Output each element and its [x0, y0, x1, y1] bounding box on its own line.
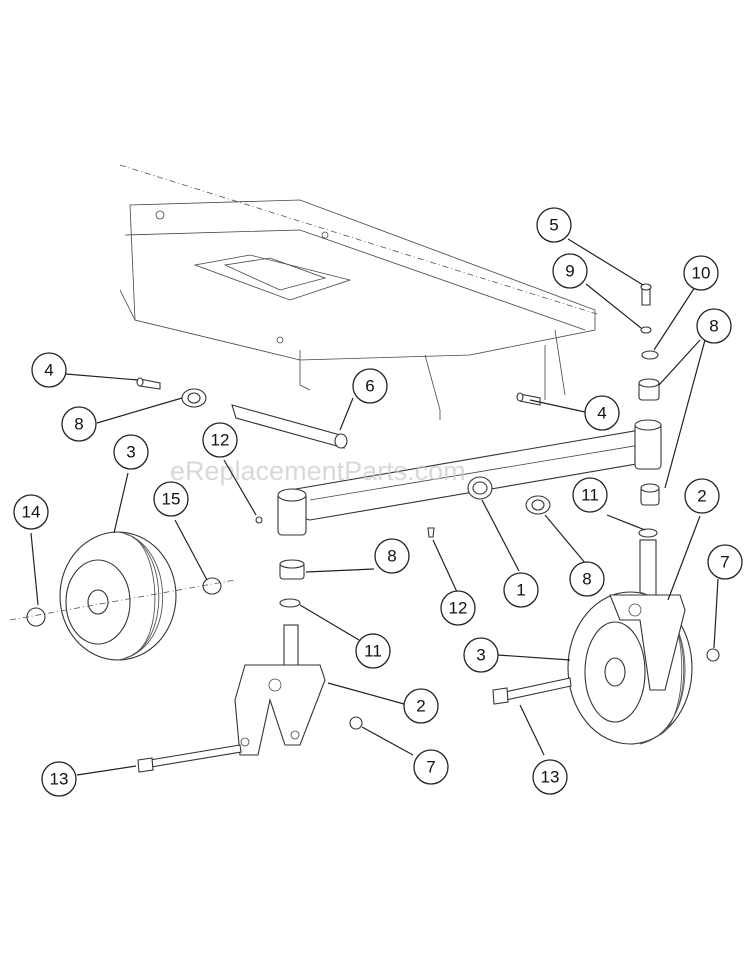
- callout-8: 8: [61, 406, 97, 442]
- callout-11: 11: [572, 477, 608, 513]
- callout-2: 2: [684, 478, 720, 514]
- callout-11: 11: [355, 633, 391, 669]
- callout-3: 3: [113, 434, 149, 470]
- svg-text:8: 8: [582, 570, 591, 589]
- svg-text:12: 12: [211, 431, 230, 450]
- left-caster-fork: [234, 624, 326, 756]
- svg-text:2: 2: [416, 697, 425, 716]
- svg-text:7: 7: [720, 553, 729, 572]
- svg-text:7: 7: [426, 758, 435, 777]
- callout-8: 8: [374, 538, 410, 574]
- callout-15: 15: [153, 481, 189, 517]
- callout-9: 9: [552, 253, 588, 289]
- svg-text:13: 13: [541, 768, 560, 787]
- svg-text:10: 10: [692, 264, 711, 283]
- callout-7: 7: [707, 544, 743, 580]
- svg-text:11: 11: [364, 642, 382, 661]
- left-wheel: [9, 531, 236, 661]
- callout-13: 13: [41, 761, 77, 797]
- callout-4: 4: [31, 352, 67, 388]
- callout-3: 3: [463, 637, 499, 673]
- wheel-bolts: [137, 677, 572, 773]
- svg-text:2: 2: [697, 487, 706, 506]
- callout-8: 8: [696, 308, 732, 344]
- callout-6: 6: [352, 368, 388, 404]
- leader-lines: [30, 238, 719, 776]
- svg-text:6: 6: [365, 377, 374, 396]
- svg-text:9: 9: [565, 262, 574, 281]
- svg-text:15: 15: [162, 490, 181, 509]
- svg-text:5: 5: [549, 216, 558, 235]
- callout-5: 5: [536, 207, 572, 243]
- svg-text:4: 4: [44, 361, 53, 380]
- svg-text:11: 11: [581, 486, 599, 505]
- callout-14: 14: [13, 494, 49, 530]
- svg-text:8: 8: [709, 317, 718, 336]
- callout-8: 8: [569, 561, 605, 597]
- callout-12: 12: [440, 590, 476, 626]
- right-caster-assembly: [567, 539, 693, 745]
- front-axle: [277, 419, 662, 536]
- callout-13: 13: [532, 759, 568, 795]
- svg-text:4: 4: [597, 404, 606, 423]
- svg-text:14: 14: [22, 503, 41, 522]
- callout-4: 4: [584, 395, 620, 431]
- hardware: [26, 283, 720, 730]
- pivot-pin: [231, 404, 348, 449]
- deck-frame: [119, 164, 601, 420]
- callout-2: 2: [403, 688, 439, 724]
- svg-text:1: 1: [516, 581, 525, 600]
- svg-text:13: 13: [50, 770, 69, 789]
- callout-12: 12: [202, 422, 238, 458]
- svg-text:12: 12: [449, 599, 468, 618]
- svg-text:3: 3: [476, 646, 485, 665]
- svg-text:3: 3: [126, 443, 135, 462]
- svg-text:8: 8: [74, 415, 83, 434]
- callout-1: 1: [503, 572, 539, 608]
- watermark-text: eReplacementParts.com: [170, 456, 466, 486]
- callout-7: 7: [413, 749, 449, 785]
- svg-text:8: 8: [387, 547, 396, 566]
- callout-10: 10: [683, 255, 719, 291]
